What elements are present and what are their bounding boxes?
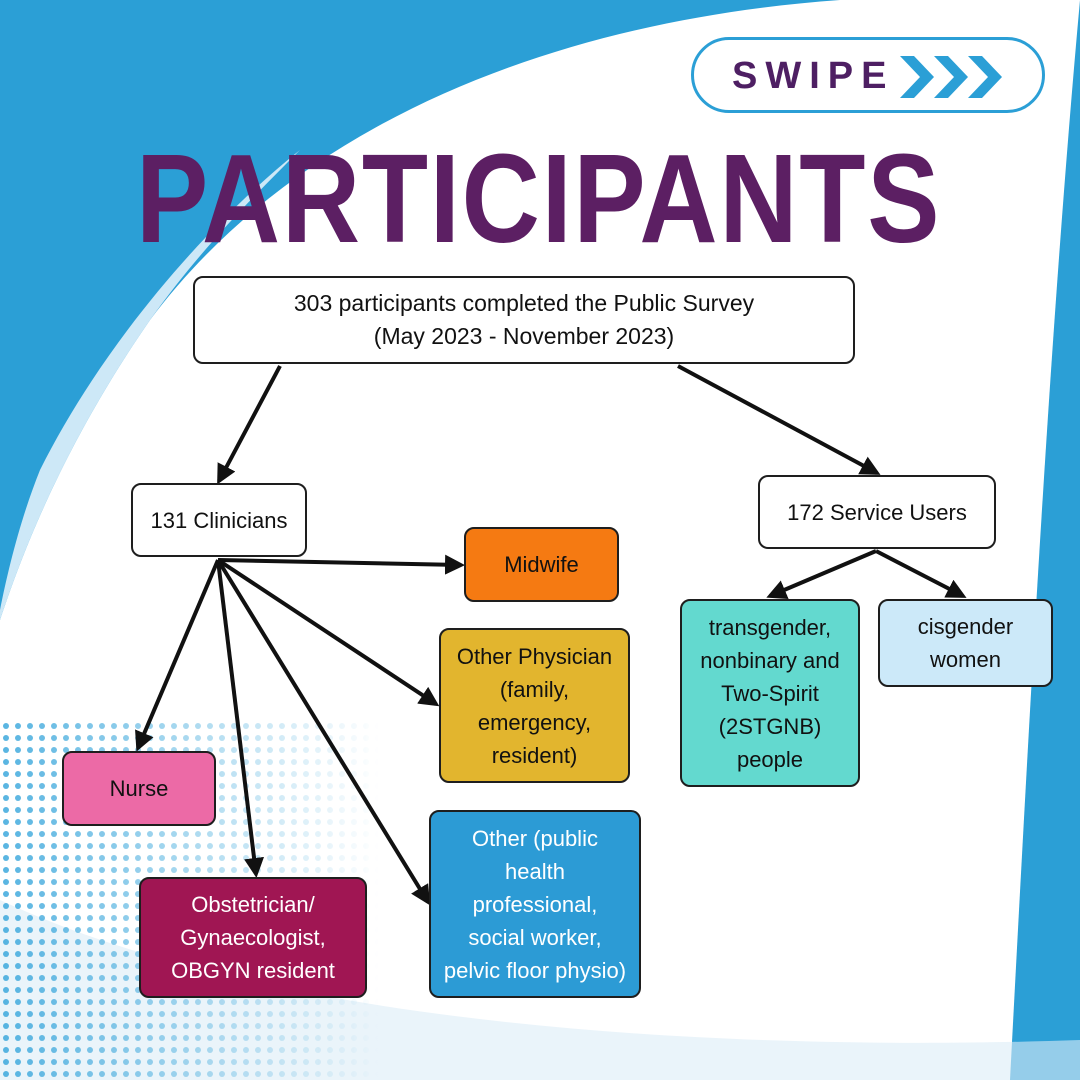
midwife-label: Midwife xyxy=(504,552,579,577)
arrow-clinicians-to-midwife xyxy=(217,554,465,575)
obgyn-node: Obstetrician/ Gynaecologist, OBGYN resid… xyxy=(139,877,367,998)
arrow-service-users-to-transgender xyxy=(766,549,877,599)
page-title: PARTICIPANTS xyxy=(135,128,942,269)
transgender-node: transgender, nonbinary and Two-Spirit (2… xyxy=(680,599,860,787)
service-users-node: 172 Service Users xyxy=(758,475,996,549)
cisgender-label: cisgender women xyxy=(917,614,1014,672)
arrow-root-to-service-users xyxy=(677,364,881,475)
other-physician-label: Other Physician (family, emergency, resi… xyxy=(456,643,613,768)
arrow-clinicians-to-other xyxy=(216,558,431,906)
clinicians-label: 131 Clinicians xyxy=(150,507,288,533)
transgender-label: transgender, nonbinary and Two-Spirit (2… xyxy=(700,614,840,772)
arrow-clinicians-to-nurse xyxy=(135,559,220,752)
obgyn-label: Obstetrician/ Gynaecologist, OBGYN resid… xyxy=(171,892,335,983)
triple-chevron-right-icon xyxy=(900,56,1002,98)
root-node-label: 303 participants completed the Public Su… xyxy=(293,290,755,349)
swipe-label: SWIPE xyxy=(732,55,895,97)
nurse-node: Nurse xyxy=(62,751,216,826)
midwife-node: Midwife xyxy=(464,527,619,602)
nurse-label: Nurse xyxy=(109,776,169,801)
arrow-service-users-to-cisgender xyxy=(875,549,967,598)
swipe-button[interactable]: SWIPE xyxy=(691,37,1045,113)
cisgender-node: cisgender women xyxy=(878,599,1053,687)
clinicians-node: 131 Clinicians xyxy=(131,483,307,557)
other-professional-label: Other (public health professional, socia… xyxy=(443,825,627,983)
arrow-clinicians-to-obgyn xyxy=(216,559,265,878)
root-node: 303 participants completed the Public Su… xyxy=(193,276,855,364)
other-physician-node: Other Physician (family, emergency, resi… xyxy=(439,628,630,783)
other-professional-node: Other (public health professional, socia… xyxy=(429,810,641,998)
arrow-root-to-clinicians xyxy=(217,365,282,485)
service-users-label: 172 Service Users xyxy=(787,499,967,525)
arrow-clinicians-to-other-physician xyxy=(216,558,440,707)
